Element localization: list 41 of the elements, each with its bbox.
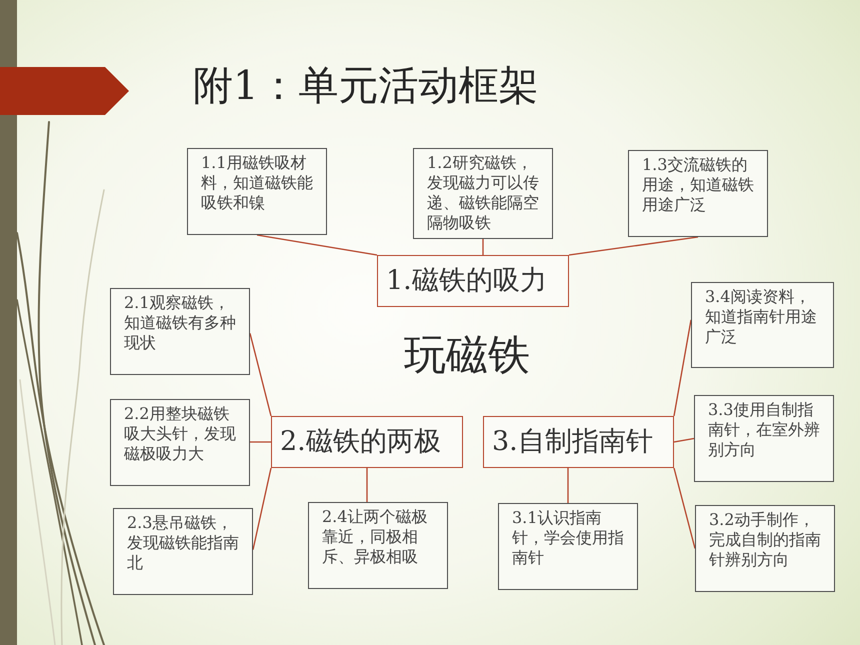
activity-text: 2.3悬吊磁铁，发现磁铁能指南北 bbox=[127, 513, 239, 573]
title: 附1：单元活动框架 bbox=[193, 62, 538, 110]
activity-box bbox=[628, 150, 768, 237]
activity-text: 2.4让两个磁极靠近，同极相斥、异极相吸 bbox=[322, 507, 428, 567]
activity-text: 3.1认识指南针，学会使用指南针 bbox=[512, 508, 624, 568]
topic-text: 2.磁铁的两极 bbox=[280, 425, 441, 459]
activity-box bbox=[110, 288, 250, 375]
topic-box bbox=[483, 416, 674, 468]
connector-line bbox=[568, 236, 698, 256]
activity-box bbox=[694, 395, 834, 482]
connector-line bbox=[567, 468, 569, 503]
activity-text: 1.2研究磁铁，发现磁力可以传递、磁铁能隔空隔物吸铁 bbox=[427, 153, 539, 233]
topic-box bbox=[271, 416, 463, 468]
activity-box bbox=[187, 148, 327, 235]
connector-line bbox=[673, 320, 692, 416]
activity-text: 2.1观察磁铁，知道磁铁有多种现状 bbox=[124, 293, 236, 353]
activity-text: 1.1用磁铁吸材料，知道磁铁能吸铁和镍 bbox=[201, 153, 313, 213]
topic-text: 1.磁铁的吸力 bbox=[386, 264, 547, 298]
activity-box bbox=[308, 502, 448, 589]
connector-line bbox=[674, 438, 694, 443]
connector-line bbox=[673, 468, 696, 549]
activity-text: 3.2动手制作，完成自制的指南针辨别方向 bbox=[709, 510, 821, 570]
connector-line bbox=[252, 468, 272, 550]
activity-text: 3.3使用自制指南针，在室外辨别方向 bbox=[708, 400, 820, 460]
activity-box bbox=[498, 503, 638, 590]
activity-box bbox=[691, 282, 834, 368]
connector-line bbox=[366, 468, 368, 502]
connector-line bbox=[249, 333, 272, 416]
activity-text: 2.2用整块磁铁吸大头针，发现磁极吸力大 bbox=[124, 404, 236, 464]
connector-line bbox=[256, 234, 378, 256]
activity-box bbox=[413, 148, 553, 239]
connector-line bbox=[482, 239, 484, 255]
theme-heading: 玩磁铁 bbox=[404, 330, 530, 380]
activity-text: 3.4阅读资料，知道指南针用途广泛 bbox=[705, 287, 818, 347]
topic-box bbox=[377, 255, 569, 307]
activity-box bbox=[695, 505, 835, 592]
activity-box bbox=[113, 508, 253, 595]
activity-text: 1.3交流磁铁的用途，知道磁铁用途广泛 bbox=[642, 155, 754, 215]
connector-line bbox=[250, 441, 271, 443]
topic-text: 3.自制指南针 bbox=[492, 425, 653, 459]
activity-box bbox=[110, 399, 250, 486]
